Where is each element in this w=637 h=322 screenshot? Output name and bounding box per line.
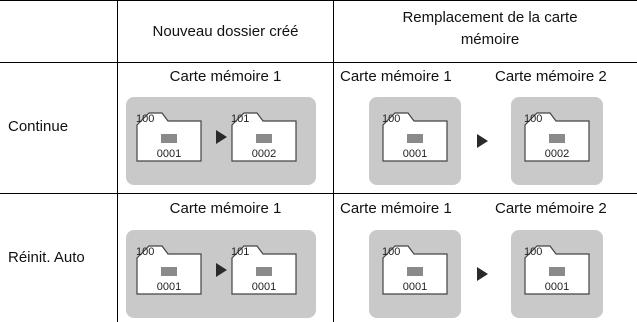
file-number: 0001 — [402, 148, 428, 160]
folder: 101 0001 — [231, 245, 297, 295]
folder-number: 100 — [524, 246, 543, 258]
card-label: Carte mémoire 1 — [169, 68, 282, 85]
file-icon — [549, 134, 565, 143]
file-icon — [256, 134, 272, 143]
file-icon — [161, 267, 177, 276]
file-icon — [256, 267, 272, 276]
file-number: 0001 — [156, 148, 182, 160]
arrow-right-icon — [216, 130, 227, 144]
file-icon — [161, 134, 177, 143]
file-number: 0002 — [251, 148, 277, 160]
folder: 100 0002 — [524, 112, 590, 162]
folder-number: 100 — [136, 246, 155, 258]
card-label: Carte mémoire 1 — [169, 200, 282, 217]
folder-number: 100 — [136, 113, 155, 125]
folder: 100 0001 — [136, 245, 202, 295]
folder: 100 0001 — [524, 245, 590, 295]
row-divider — [0, 193, 637, 194]
file-icon — [407, 267, 423, 276]
arrow-right-icon — [216, 263, 227, 277]
first-column-border — [117, 0, 118, 322]
row-label-reinit-auto: Réinit. Auto — [8, 249, 85, 266]
folder: 100 0001 — [136, 112, 202, 162]
table-top-border — [0, 0, 637, 1]
folder-number: 100 — [382, 246, 401, 258]
card-label: Carte mémoire 1 — [340, 200, 452, 217]
file-icon — [407, 134, 423, 143]
header-bottom-border — [0, 62, 637, 63]
file-number: 0002 — [544, 148, 570, 160]
folder: 100 0001 — [382, 245, 448, 295]
card-label: Carte mémoire 2 — [495, 68, 607, 85]
file-number: 0001 — [402, 281, 428, 293]
folder: 100 0001 — [382, 112, 448, 162]
folder: 101 0002 — [231, 112, 297, 162]
folder-number: 100 — [382, 113, 401, 125]
row-label-continue: Continue — [8, 118, 69, 135]
file-number: 0001 — [544, 281, 570, 293]
file-number: 0001 — [251, 281, 277, 293]
folder-number: 101 — [231, 113, 250, 125]
card-label: Carte mémoire 1 — [340, 68, 452, 85]
arrow-right-icon — [477, 267, 488, 281]
folder-number: 101 — [231, 246, 250, 258]
file-icon — [549, 267, 565, 276]
card-label: Carte mémoire 2 — [495, 200, 607, 217]
file-number: 0001 — [156, 281, 182, 293]
second-column-border — [333, 0, 334, 322]
header-card-replacement: Remplacement de la carte mémoire — [402, 9, 578, 48]
folder-number: 100 — [524, 113, 543, 125]
arrow-right-icon — [477, 134, 488, 148]
header-new-folder: Nouveau dossier créé — [152, 23, 299, 40]
